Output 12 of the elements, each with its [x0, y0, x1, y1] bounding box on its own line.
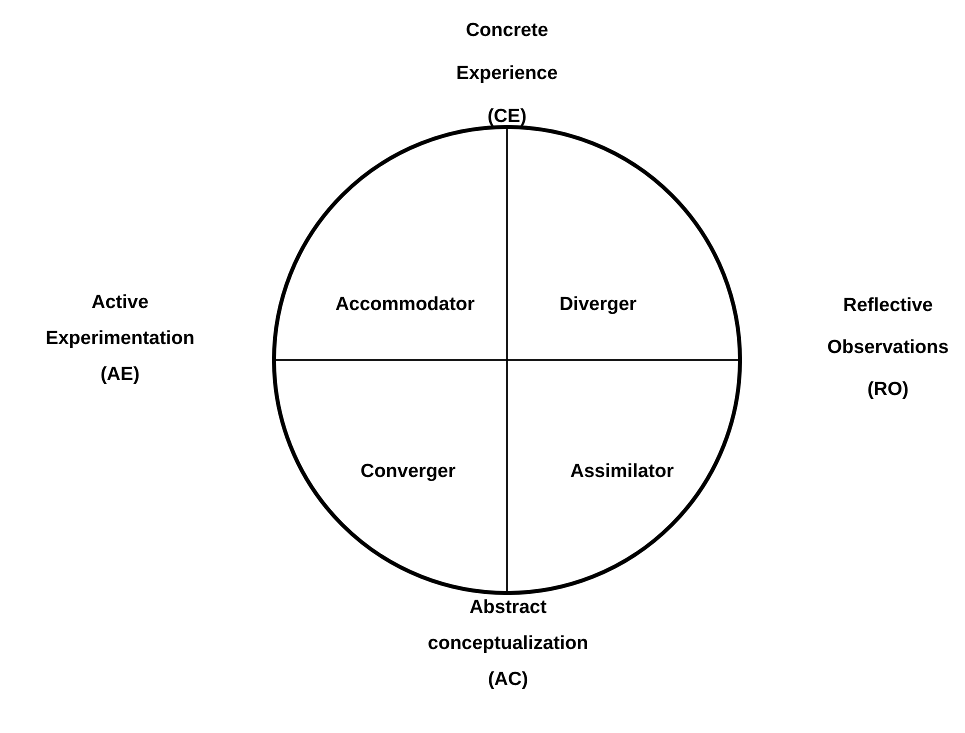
quadrant-label: Converger: [360, 461, 456, 483]
quadrant-label: Diverger: [559, 294, 637, 316]
quadrant-sector: [274, 360, 508, 594]
axis-label: Reflective Observations (RO): [826, 294, 950, 402]
quadrant-label: Assimilator: [570, 461, 674, 483]
axis-label: Abstract conceptualization (AC): [426, 596, 590, 692]
quadrant-label: Accommodator: [335, 294, 475, 316]
axis-label: Concrete Experience (CE): [455, 19, 559, 129]
quadrant-sector: [274, 127, 508, 361]
axis-label: Active Experimentation (AE): [44, 291, 196, 387]
quadrant-sector: [507, 360, 741, 594]
quadrant-sector: [507, 127, 741, 361]
